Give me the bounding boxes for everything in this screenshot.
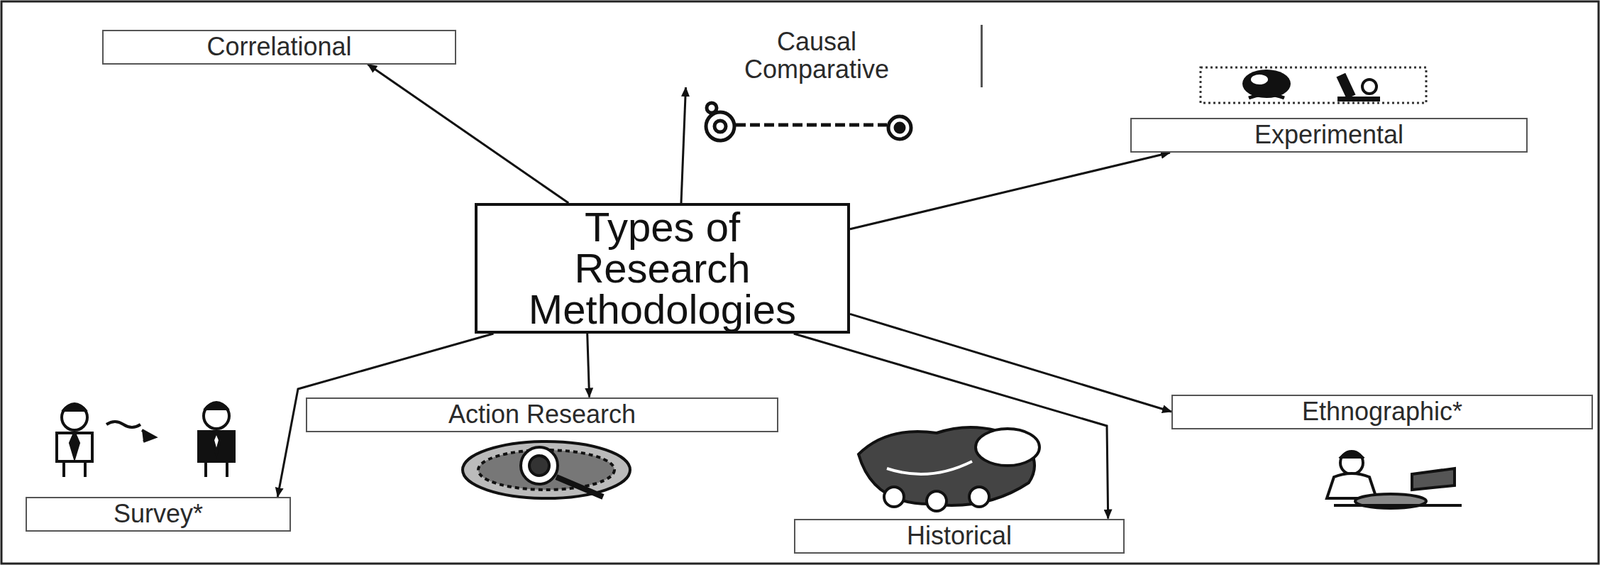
method-box: Experimental	[1130, 117, 1528, 153]
microscope-icon	[1200, 67, 1427, 103]
method-box: Causal Comparative	[652, 24, 983, 88]
arrow-connector	[587, 333, 590, 398]
historical-icon	[858, 427, 1040, 511]
method-box: Ethnographic*	[1171, 394, 1593, 430]
arrow-connector	[793, 333, 1109, 519]
node-label: Ethnographic*	[1301, 398, 1463, 426]
node-label: Experimental	[1254, 121, 1404, 150]
link-icon	[705, 102, 912, 141]
node-label: Action Research	[448, 400, 636, 429]
node-label: Survey*	[113, 500, 203, 528]
arrow-connector	[681, 87, 687, 203]
survey-people-icon	[56, 402, 235, 477]
method-box: Action Research	[305, 397, 779, 433]
node-label: Causal Comparative	[724, 28, 909, 84]
arrow-connector	[367, 64, 569, 204]
magnifier-icon	[462, 441, 631, 499]
method-box: Historical	[793, 518, 1125, 554]
ethnographic-icon	[1326, 451, 1462, 509]
node-label: Historical	[906, 522, 1012, 550]
method-box: Survey*	[25, 496, 291, 532]
central-box: Types of Research Methodologies	[474, 202, 851, 334]
node-label: Correlational	[206, 33, 352, 62]
arrow-connector	[850, 152, 1171, 230]
node-label: Types of Research Methodologies	[517, 206, 809, 330]
method-box: Correlational	[102, 29, 457, 65]
